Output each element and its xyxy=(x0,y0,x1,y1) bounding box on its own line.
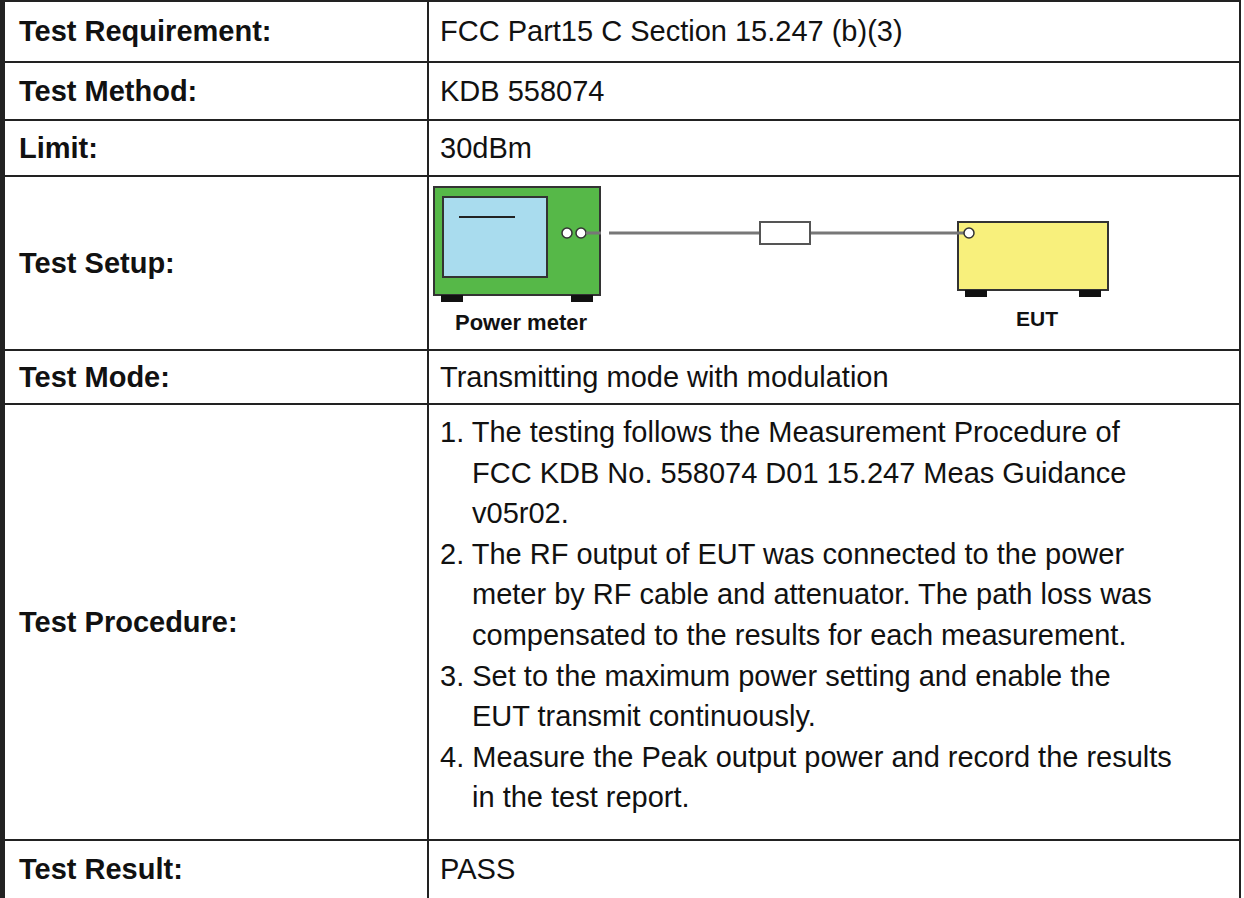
table-cell: Test Procedure: xyxy=(5,404,428,840)
table-cell: Test Setup: xyxy=(5,176,428,350)
table-cell: Limit: xyxy=(5,120,428,176)
row-heading: Test Requirement: xyxy=(5,15,271,48)
eut-device: EUT xyxy=(957,221,1117,331)
table-cell: Test Requirement: xyxy=(5,1,428,62)
device-label: EUT xyxy=(957,307,1117,331)
procedure-step: 2. The RF output of EUT was connected to… xyxy=(440,534,1174,656)
procedure-step: 1. The testing follows the Measurement P… xyxy=(440,412,1174,534)
row-value: Transmitting mode with modulation xyxy=(428,361,889,394)
row-heading: Test Procedure: xyxy=(5,606,238,639)
table-cell: FCC Part15 C Section 15.247 (b)(3) xyxy=(428,1,1240,62)
eut-drawing xyxy=(957,221,1109,299)
row-value: 30dBm xyxy=(428,132,532,165)
row-heading: Test Setup: xyxy=(5,247,175,280)
row-heading: Test Method: xyxy=(5,75,197,108)
table-cell: 30dBm xyxy=(428,120,1240,176)
row-heading: Test Result: xyxy=(5,853,183,886)
table-cell: PASS xyxy=(428,840,1240,898)
power-meter: Power meter xyxy=(433,186,609,336)
row-value: PASS xyxy=(428,853,515,886)
attenuator xyxy=(760,222,810,244)
row-heading: Test Mode: xyxy=(5,361,170,394)
table-cell: Transmitting mode with modulation xyxy=(428,350,1240,404)
table-cell: KDB 558074 xyxy=(428,62,1240,120)
procedure-step: 3. Set to the maximum power setting and … xyxy=(440,656,1174,737)
table-cell: Test Result: xyxy=(5,840,428,898)
procedure-step: 4. Measure the Peak output power and rec… xyxy=(440,737,1174,818)
row-value: FCC Part15 C Section 15.247 (b)(3) xyxy=(428,15,903,48)
row-value: KDB 558074 xyxy=(428,75,604,108)
device-label: Power meter xyxy=(433,310,609,336)
meter-drawing xyxy=(433,186,601,306)
table-cell: Test Method: xyxy=(5,62,428,120)
row-heading: Limit: xyxy=(5,132,98,165)
procedure-list: 1. The testing follows the Measurement P… xyxy=(440,412,1174,818)
table-cell: Test Mode: xyxy=(5,350,428,404)
